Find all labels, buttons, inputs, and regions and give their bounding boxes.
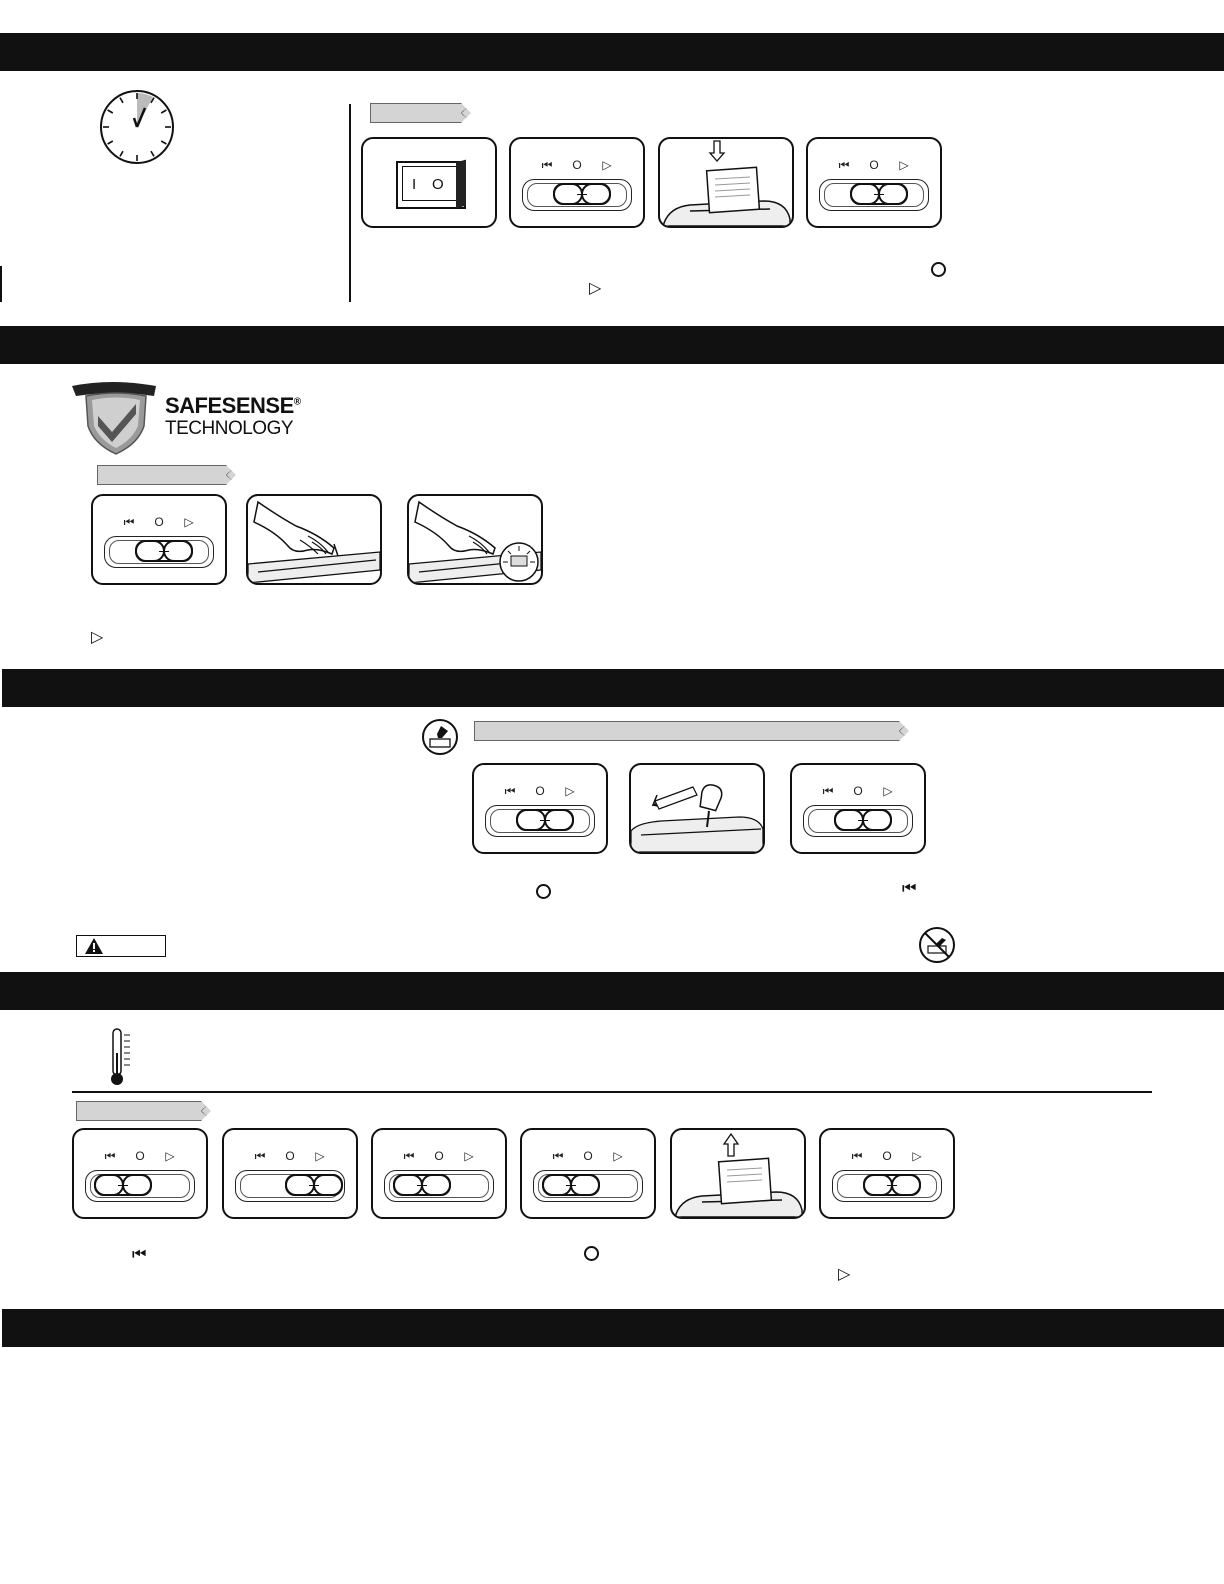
off-circle-icon (931, 262, 946, 277)
reverse-icon: ⏮ (132, 1246, 147, 1263)
reverse-icon: ⏮ (552, 1149, 564, 1164)
reverse-icon: ⏮ (504, 784, 516, 799)
reverse-icon: ⏮ (902, 880, 917, 897)
mode-switch-panel: ⏮ O ▷ (91, 494, 227, 585)
reverse-icon: ⏮ (123, 515, 135, 530)
switch-knob (284, 1173, 343, 1197)
off-icon: O (853, 784, 863, 799)
mode-switch-panel: ⏮ O ▷ (806, 137, 942, 228)
horizontal-rule (72, 1091, 1152, 1093)
off-circle-icon (536, 884, 551, 899)
off-icon: O (135, 1149, 145, 1164)
mode-switch-panel: ⏮ O ▷ (371, 1128, 507, 1219)
rocker-off-label: O (432, 176, 444, 193)
shield-logo-icon (72, 382, 156, 455)
mode-switch-panel: ⏮ O ▷ (790, 763, 926, 854)
switch-knob (516, 808, 575, 832)
oil-bottle-illustration (631, 784, 763, 852)
section-bar-4 (0, 972, 1224, 1010)
off-icon: O (154, 515, 164, 530)
switch-knob (93, 1173, 152, 1197)
step-tag-3 (474, 721, 909, 741)
reverse-icon: ⏮ (838, 158, 850, 173)
section-bar-3 (2, 669, 1224, 707)
safesense-brand: SAFESENSE® (165, 393, 301, 418)
forward-icon: ▷ (838, 1266, 851, 1283)
off-icon: O (583, 1149, 593, 1164)
column-divider (349, 104, 351, 302)
forward-icon: ▷ (589, 280, 602, 297)
forward-icon: ▷ (464, 1149, 474, 1164)
clock-icon (100, 90, 174, 164)
step-tag-2 (97, 465, 236, 485)
paper-remove-panel (670, 1128, 806, 1219)
forward-icon: ▷ (184, 515, 194, 530)
hand-touch-illustration (248, 500, 380, 583)
safesense-sub: TECHNOLOGY (165, 418, 294, 439)
hand-touch-panel (246, 494, 382, 585)
step-tag-4 (76, 1101, 211, 1121)
forward-icon: ▷ (602, 158, 612, 173)
forward-icon: ▷ (565, 784, 575, 799)
shredder-paper-illustration (663, 140, 791, 226)
hand-touch-led-illustration (409, 500, 541, 583)
section-bar-1 (0, 33, 1224, 71)
section-bar-5 (2, 1309, 1224, 1347)
off-icon: O (882, 1149, 892, 1164)
reverse-icon: ⏮ (254, 1149, 266, 1164)
mode-switch-panel: ⏮ O ▷ (509, 137, 645, 228)
paper-insert-panel (658, 137, 794, 228)
oil-apply-panel (629, 763, 765, 854)
off-icon: O (535, 784, 545, 799)
mode-switch-panel: ⏮ O ▷ (819, 1128, 955, 1219)
section-bar-2 (0, 326, 1224, 364)
reverse-icon: ⏮ (104, 1149, 116, 1164)
reverse-icon: ⏮ (822, 784, 834, 799)
switch-knob (850, 182, 909, 206)
off-icon: O (434, 1149, 444, 1164)
mode-switch-panel: ⏮ O ▷ (222, 1128, 358, 1219)
off-icon: O (572, 158, 582, 173)
left-edge-rule (0, 266, 2, 302)
warning-label-box (76, 935, 166, 957)
thermometer-icon (111, 1028, 130, 1085)
rocker-on-label: I (412, 176, 417, 193)
forward-icon: ▷ (912, 1149, 922, 1164)
off-circle-icon (584, 1246, 599, 1261)
switch-knob (392, 1173, 451, 1197)
power-switch-panel: I O (361, 137, 497, 228)
mode-switch-panel: ⏮ O ▷ (72, 1128, 208, 1219)
paper-remove-illustration (675, 1132, 803, 1217)
reverse-icon: ⏮ (541, 158, 553, 173)
forward-icon: ▷ (165, 1149, 175, 1164)
mode-switch-panel: ⏮ O ▷ (520, 1128, 656, 1219)
no-aerosol-icon (919, 927, 955, 963)
mode-switch-panel: ⏮ O ▷ (472, 763, 608, 854)
off-icon: O (869, 158, 879, 173)
switch-knob (863, 1173, 922, 1197)
switch-knob (541, 1173, 600, 1197)
forward-icon: ▷ (613, 1149, 623, 1164)
switch-knob (834, 808, 893, 832)
reverse-icon: ⏮ (403, 1149, 415, 1164)
step-tag-1 (370, 103, 471, 123)
hand-touch-led-panel (407, 494, 543, 585)
reverse-icon: ⏮ (851, 1149, 863, 1164)
oil-maintenance-icon (422, 719, 458, 755)
forward-icon: ▷ (899, 158, 909, 173)
warning-icon (85, 938, 103, 954)
forward-icon: ▷ (91, 629, 104, 646)
switch-knob (135, 539, 194, 563)
switch-knob (553, 182, 612, 206)
rocker-switch: I O (396, 159, 466, 209)
forward-icon: ▷ (315, 1149, 325, 1164)
forward-icon: ▷ (883, 784, 893, 799)
off-icon: O (285, 1149, 295, 1164)
